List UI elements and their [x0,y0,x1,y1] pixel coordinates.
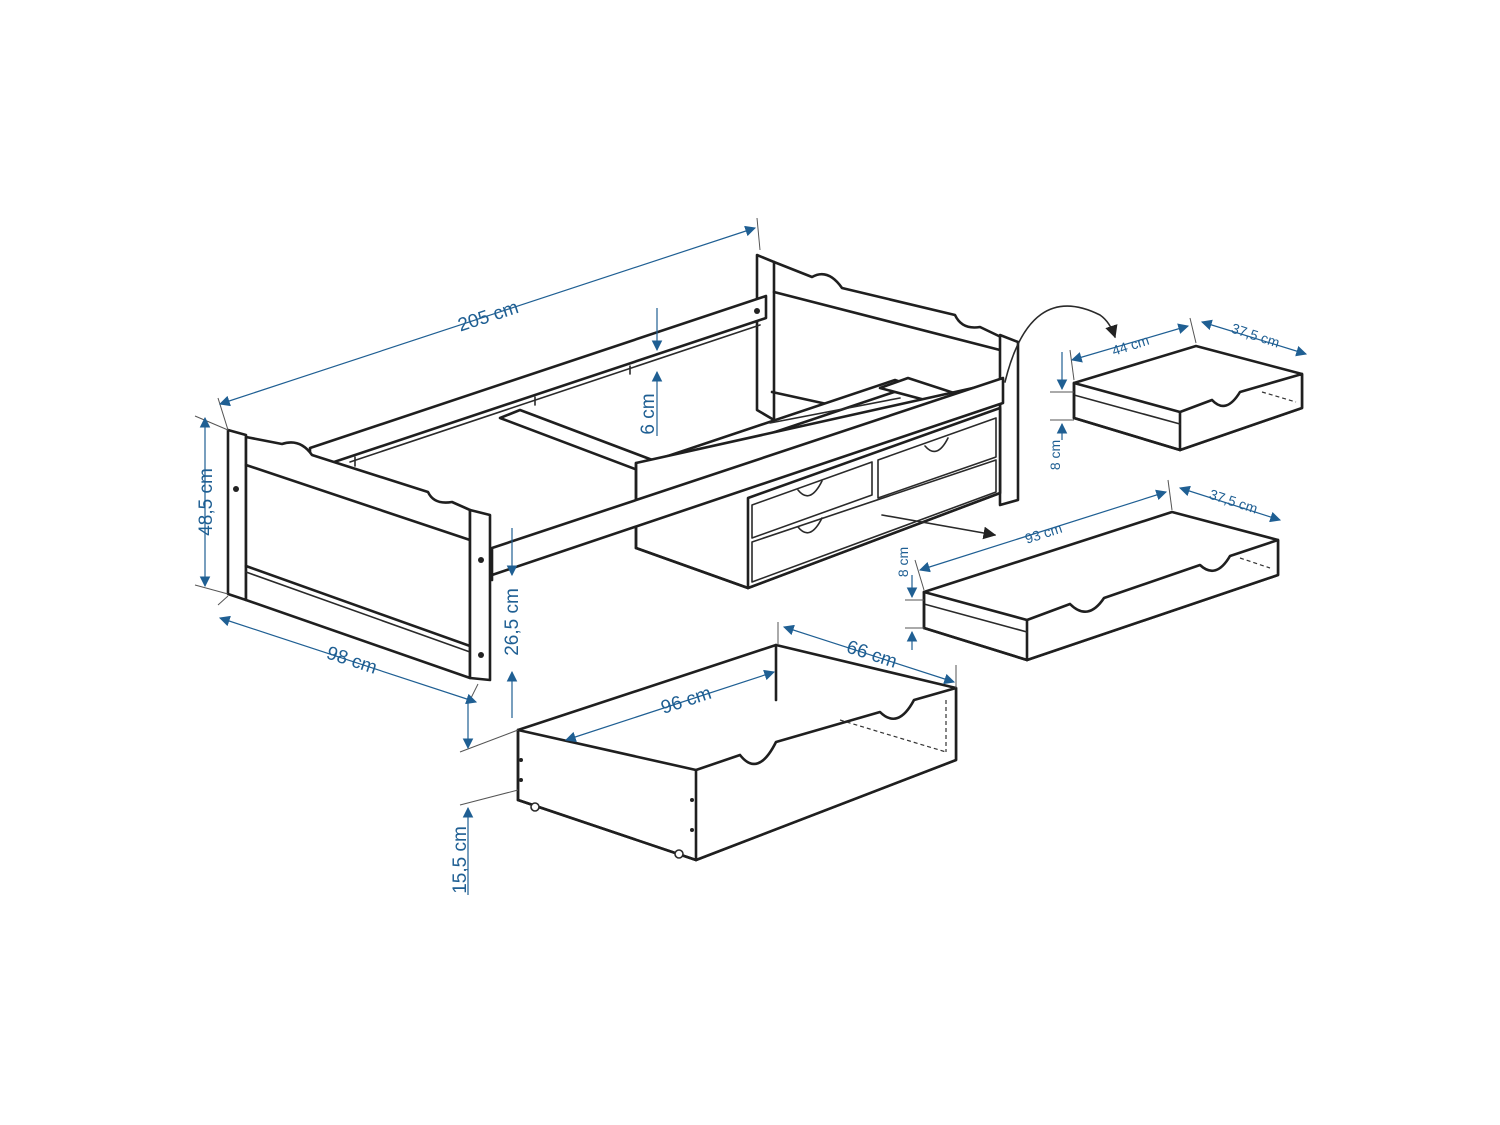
label-bed-width: 98 cm [324,643,380,679]
storage-drawer-top-right [877,417,997,499]
label-bed-length: 205 cm [455,297,521,336]
label-small-drawer-length: 44 cm [1110,332,1151,359]
label-long-drawer-length: 93 cm [1023,520,1064,547]
storage-drawer-top-left [751,461,873,539]
long-drawer [922,510,1280,662]
back-side-rail [308,294,768,472]
label-headboard-height: 48,5 cm [196,468,217,536]
label-large-drawer-height: 15,5 cm [450,826,471,894]
curved-detail-arrow [1004,305,1118,383]
small-drawer [1072,344,1304,452]
label-long-drawer-height: 8 cm [895,547,911,577]
label-long-drawer-depth: 37,5 cm [1207,486,1259,517]
front-side-rail [490,376,1005,582]
dimension-lines [194,217,1308,895]
large-drawer [516,643,958,862]
label-frame-height: 26,5 cm [502,588,523,656]
label-small-drawer-depth: 37,5 cm [1229,320,1281,351]
label-small-drawer-height: 8 cm [1047,440,1063,470]
front-footboard [226,428,492,682]
label-rail-height: 6 cm [638,393,659,434]
